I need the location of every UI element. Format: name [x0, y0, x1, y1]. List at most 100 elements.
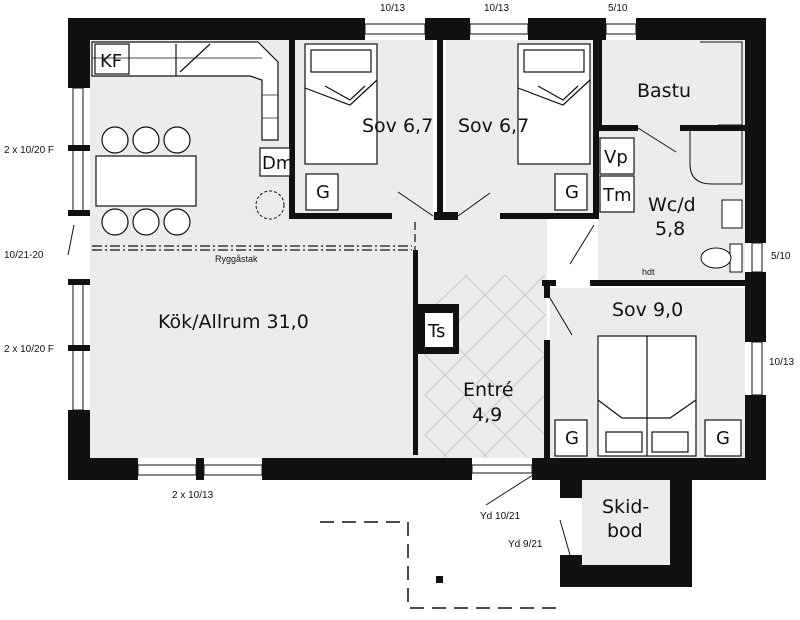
wall-top-2 — [425, 18, 470, 40]
wall-shed-right — [670, 470, 692, 587]
wall-right-1 — [745, 18, 766, 243]
wall-shed-bottom — [560, 565, 692, 587]
label-wardrobe-bed3-left: G — [565, 428, 579, 449]
window-top-bed1 — [364, 23, 426, 35]
label-wardrobe-bed1: G — [316, 182, 330, 203]
wall-bed2-right — [593, 40, 599, 219]
label-bed2: Sov 6,7 — [458, 115, 529, 137]
dm-box — [259, 147, 291, 177]
door-swings — [67, 191, 595, 556]
kitchen-counter-lines — [92, 57, 278, 119]
dim-left-upper: 2 x 10/20 F — [4, 145, 54, 156]
window-top-bed2 — [469, 23, 529, 35]
chair — [132, 126, 160, 154]
wall-bed3-top — [590, 280, 745, 286]
chair — [101, 208, 129, 236]
wall-hall-left — [413, 250, 418, 455]
window-right-bed — [751, 341, 763, 396]
label-bed3: Sov 9,0 — [612, 299, 683, 321]
dim-right-wc: 5/10 — [771, 251, 791, 262]
label-shed-2: bod — [607, 520, 643, 542]
wall-right-3 — [745, 395, 766, 480]
label-ridge: Ryggåstak — [215, 254, 258, 264]
dim-top-bed1: 10/13 — [380, 3, 405, 14]
window-top-sauna — [605, 23, 637, 35]
chair — [163, 126, 191, 154]
tm-box — [599, 175, 635, 213]
wall-right-2 — [745, 272, 766, 342]
bed-2 — [517, 43, 591, 165]
window-bottom-kitchen-2 — [203, 464, 263, 476]
label-bed1: Sov 6,7 — [362, 115, 433, 137]
label-wc-area: 5,8 — [655, 218, 685, 240]
stove-circle — [255, 190, 285, 220]
dim-top-bed2: 10/13 — [484, 3, 509, 14]
label-sauna: Bastu — [637, 80, 691, 102]
wall-bed3-left-top — [544, 280, 550, 298]
label-hdt: hdt — [642, 267, 655, 277]
door-entry-opening — [471, 464, 533, 474]
dining-table — [95, 155, 197, 207]
kf-box — [94, 43, 130, 75]
wall-shed-left — [560, 470, 582, 498]
window-bottom-kitchen-1 — [137, 464, 197, 476]
wall-bed2-bottom — [500, 213, 596, 219]
label-wardrobe-bed3-right: G — [716, 428, 730, 449]
terrace-outline — [320, 521, 560, 609]
label-shed: Skid- — [602, 496, 649, 518]
label-dm: Dm — [262, 153, 293, 174]
label-kf: KF — [100, 51, 122, 72]
wall-bed3-left — [544, 340, 550, 460]
ridge-line — [92, 222, 416, 300]
chair — [101, 126, 129, 154]
kitchen-counter — [91, 41, 291, 177]
label-kitchen: Kök/Allrum 31,0 — [158, 311, 309, 333]
wall-bed1-left — [289, 40, 295, 215]
floor-sauna — [598, 40, 745, 128]
wall-bed12-mid — [437, 40, 443, 219]
wall-sauna-bottom-1 — [598, 125, 638, 131]
wall-bottom-2 — [196, 458, 204, 480]
window-right-wc — [751, 242, 763, 273]
wardrobe-bed3-left — [554, 419, 588, 457]
label-vp: Vp — [604, 147, 628, 168]
dim-right-bed: 10/13 — [769, 357, 794, 368]
chair — [163, 208, 191, 236]
walls — [68, 18, 766, 587]
label-ts: Ts — [427, 321, 445, 342]
wall-sauna-bottom-2 — [680, 125, 745, 131]
wall-bottom-1 — [68, 458, 138, 480]
wall-bed1-bottom — [289, 213, 392, 219]
beds — [304, 43, 697, 457]
wall-ts-inner — [425, 313, 453, 347]
toilet-bowl — [700, 247, 732, 269]
dim-bottom-kitchen: 2 x 10/13 — [172, 490, 214, 501]
label-wc: Wc/d — [648, 194, 696, 216]
dim-door-entry: Yd 10/21 — [480, 511, 520, 522]
toilet-tank — [729, 243, 743, 273]
dim-left-door: 10/21-20 — [4, 250, 44, 261]
wall-top-3 — [528, 18, 606, 40]
label-tm: Tm — [602, 185, 632, 206]
wardrobe-bed2 — [554, 173, 588, 211]
chair — [132, 208, 160, 236]
dining-set — [95, 126, 197, 236]
wc-sink — [721, 199, 743, 229]
wall-top-4 — [636, 18, 766, 40]
wall-left-1 — [68, 18, 90, 88]
wardrobe-bed3-right — [704, 419, 742, 457]
post-marker — [436, 576, 443, 583]
wardrobe-bed1 — [305, 173, 339, 211]
vp-box — [599, 137, 635, 175]
wall-bottom-3 — [262, 458, 472, 480]
label-wardrobe-bed2: G — [565, 182, 579, 203]
wall-bottom-4 — [532, 458, 766, 480]
window-markers — [68, 145, 90, 351]
dim-top-sauna: 5/10 — [608, 3, 628, 14]
wall-bed12-stub — [434, 212, 458, 220]
label-entry: Entré — [463, 379, 514, 401]
wardrobes — [305, 137, 742, 457]
floor-shed — [582, 468, 670, 565]
bed-1 — [304, 43, 378, 165]
